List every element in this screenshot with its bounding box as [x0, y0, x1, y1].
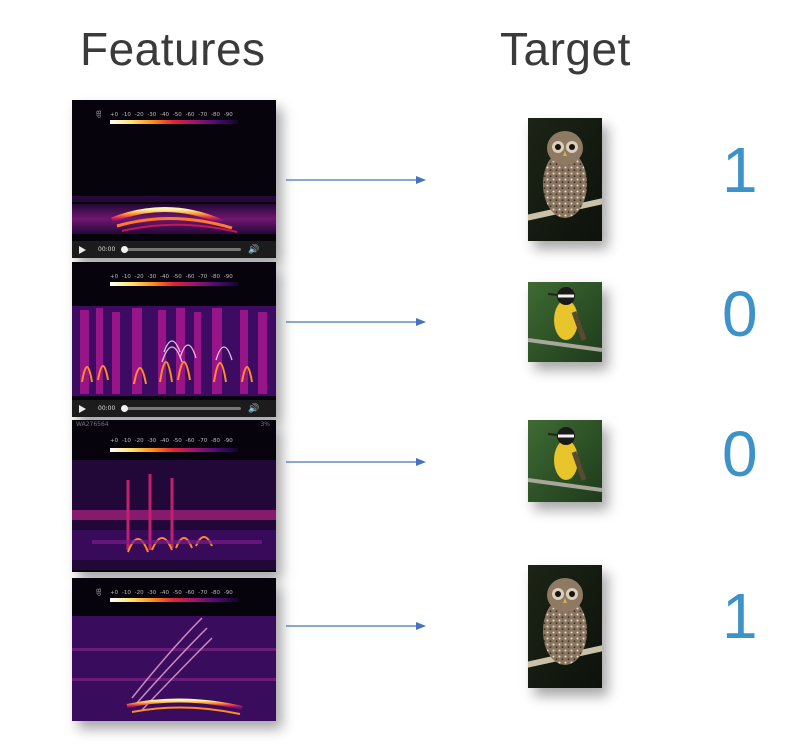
target-label-4: 1: [722, 580, 758, 652]
colorscale-bar: [110, 448, 238, 452]
spectrogram-4: dB +0 -10 -20 -30 -40 -50 -60 -70 -80 -9…: [72, 578, 276, 721]
target-label-2: 0: [722, 278, 758, 350]
spectrogram-3: WA276564 3% +0 -10 -20 -30 -40 -50 -60 -…: [72, 420, 276, 572]
kiskadee-image-1: [528, 282, 602, 362]
arrow-2: [286, 318, 426, 326]
play-icon[interactable]: [79, 404, 86, 413]
spectrogram-2: +0 -10 -20 -30 -40 -50 -60 -70 -80 -90 0…: [72, 262, 276, 417]
spectrogram-1: dB +0 -10 -20 -30 -40 -50 -60 -70 -80 -9…: [72, 100, 276, 258]
scale-tick-labels: +0 -10 -20 -30 -40 -50 -60 -70 -80 -90: [110, 112, 233, 118]
owl-icon: [528, 118, 602, 241]
time-display: 00:00: [98, 405, 116, 412]
arrow-3: [286, 458, 426, 466]
seek-bar[interactable]: [121, 404, 242, 412]
kiskadee-icon: [528, 282, 602, 362]
play-icon[interactable]: [79, 245, 86, 254]
recording-percent: 3%: [260, 421, 270, 428]
target-heading: Target: [500, 23, 631, 75]
owl-image-2: [528, 565, 602, 688]
kiskadee-image-2: [528, 420, 602, 502]
scale-tick-labels: +0 -10 -20 -30 -40 -50 -60 -70 -80 -90: [110, 590, 233, 596]
audio-player: 00:00 🔊: [72, 241, 276, 258]
time-display: 00:00: [98, 246, 116, 253]
colorscale-bar: [110, 120, 238, 124]
volume-icon[interactable]: 🔊: [248, 244, 260, 255]
recording-id: WA276564: [76, 421, 109, 428]
spectrogram-3-image: [72, 420, 276, 572]
seek-knob[interactable]: [121, 245, 129, 253]
scale-tick-labels: +0 -10 -20 -30 -40 -50 -60 -70 -80 -90: [110, 274, 233, 280]
owl-image-1: [528, 118, 602, 241]
kiskadee-icon: [528, 420, 602, 502]
scale-unit: dB: [96, 588, 103, 596]
spectrogram-2-image: [72, 262, 276, 400]
seek-bar[interactable]: [121, 245, 242, 253]
arrow-1: [286, 176, 426, 184]
colorscale-bar: [110, 598, 238, 602]
arrow-4: [286, 622, 426, 630]
seek-knob[interactable]: [121, 404, 129, 412]
scale-unit: dB: [96, 110, 103, 118]
colorscale-bar: [110, 282, 238, 286]
scale-tick-labels: +0 -10 -20 -30 -40 -50 -60 -70 -80 -90: [110, 438, 233, 444]
target-label-3: 0: [722, 418, 758, 490]
owl-icon: [528, 565, 602, 688]
volume-icon[interactable]: 🔊: [248, 403, 260, 414]
target-label-1: 1: [722, 134, 758, 206]
audio-player: 00:00 🔊: [72, 400, 276, 417]
features-heading: Features: [80, 23, 266, 75]
